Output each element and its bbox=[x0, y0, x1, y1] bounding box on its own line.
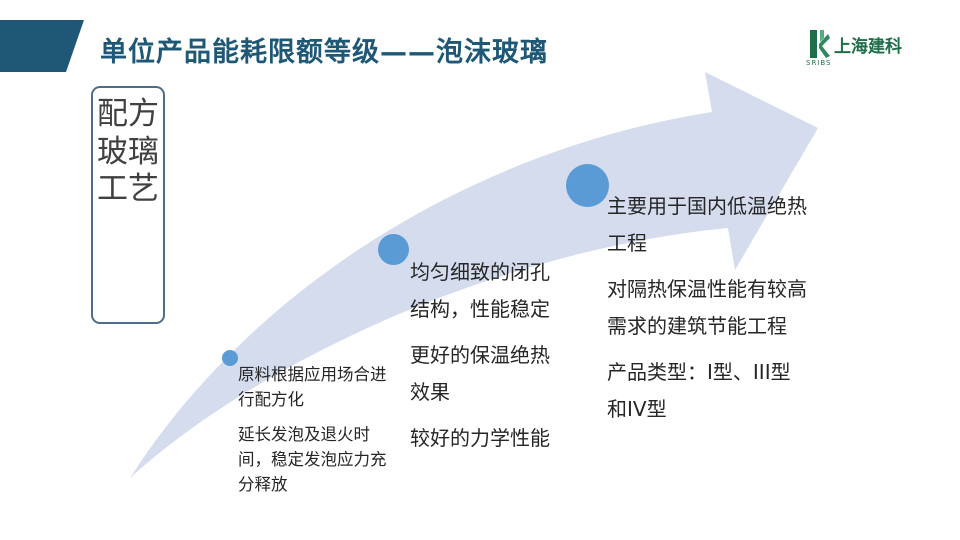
stage-1-dot bbox=[222, 350, 238, 366]
building-logo-icon bbox=[810, 30, 830, 58]
company-logo: 上海建科 SRIBS bbox=[806, 28, 916, 68]
process-label-box: 配方玻璃工艺 bbox=[91, 86, 165, 324]
stage-3-point: 产品类型：I型、III型和IV型 bbox=[607, 360, 791, 421]
stage-2-text: 均匀细致的闭孔结构，性能稳定 更好的保温绝热效果 较好的力学性能 bbox=[410, 254, 560, 457]
header-banner bbox=[0, 20, 960, 72]
stage-1-point: 延长发泡及退火时间，稳定发泡应力充分释放 bbox=[238, 425, 387, 494]
stage-1-text: 原料根据应用场合进行配方化 延长发泡及退火时间，稳定发泡应力充分释放 bbox=[238, 362, 388, 497]
process-label: 配方玻璃工艺 bbox=[97, 96, 159, 207]
stage-2-dot bbox=[378, 234, 409, 265]
stage-3-dot bbox=[566, 164, 609, 207]
logo-name: 上海建科 bbox=[834, 37, 902, 57]
logo-abbreviation: SRIBS bbox=[806, 59, 832, 67]
stage-2-point: 更好的保温绝热效果 bbox=[410, 343, 550, 404]
stage-3-point: 主要用于国内低温绝热工程 bbox=[607, 194, 807, 255]
stage-2-point: 较好的力学性能 bbox=[410, 426, 550, 450]
stage-1-point: 原料根据应用场合进行配方化 bbox=[238, 365, 387, 409]
stage-2-point: 均匀细致的闭孔结构，性能稳定 bbox=[410, 260, 550, 321]
stage-3-text: 主要用于国内低温绝热工程 对隔热保温性能有较高需求的建筑节能工程 产品类型：I型… bbox=[607, 188, 807, 428]
stage-3-point: 对隔热保温性能有较高需求的建筑节能工程 bbox=[607, 277, 807, 338]
slide-title: 单位产品能耗限额等级——泡沫玻璃 bbox=[100, 37, 548, 68]
banner-parallelogram bbox=[0, 20, 84, 72]
